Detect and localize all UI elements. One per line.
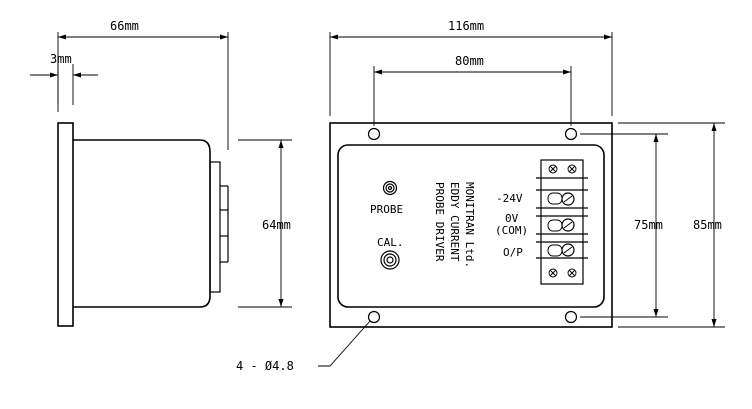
mounting-hole-top-left xyxy=(367,127,381,141)
dim-64mm: 64mm xyxy=(262,218,291,232)
probe-label: PROBE xyxy=(370,203,403,216)
terminal-label-com: (COM) xyxy=(495,224,528,237)
text-eddy-current: EDDY CURRENT xyxy=(448,182,461,262)
text-probe-driver: PROBE DRIVER xyxy=(433,182,446,262)
mounting-hole-callout: 4 - Ø4.8 xyxy=(236,359,294,373)
hole-leader-line xyxy=(318,320,371,367)
side-view: 66mm 3mm 64mm xyxy=(30,19,292,327)
front-inner-panel xyxy=(337,144,605,308)
dim-80mm: 80mm xyxy=(455,54,484,68)
dim-66mm: 66mm xyxy=(110,19,139,33)
text-monitran: MONITRAN Ltd. xyxy=(463,182,476,268)
dim-75mm: 75mm xyxy=(634,218,663,232)
side-terminal-block xyxy=(209,161,221,293)
terminal-label-0v: 0V xyxy=(505,212,519,225)
cal-label: CAL. xyxy=(377,236,404,249)
side-flange xyxy=(57,122,74,327)
dim-3mm: 3mm xyxy=(50,52,72,66)
mounting-hole-bottom-right xyxy=(564,310,578,324)
terminal-label-op: O/P xyxy=(503,246,523,259)
front-plate xyxy=(329,122,613,328)
side-body xyxy=(73,139,211,308)
probe-connector xyxy=(382,180,398,196)
front-view: PROBE CAL. MONITRAN Ltd. EDDY CURRENT PR… xyxy=(236,19,725,373)
mounting-hole-top-right xyxy=(564,127,578,141)
terminal-block xyxy=(536,159,588,285)
dim-116mm: 116mm xyxy=(448,19,484,33)
mounting-hole-bottom-left xyxy=(367,310,381,324)
dim-85mm: 85mm xyxy=(693,218,722,232)
cal-potentiometer xyxy=(380,250,400,270)
terminal-label-24v: -24V xyxy=(496,192,523,205)
